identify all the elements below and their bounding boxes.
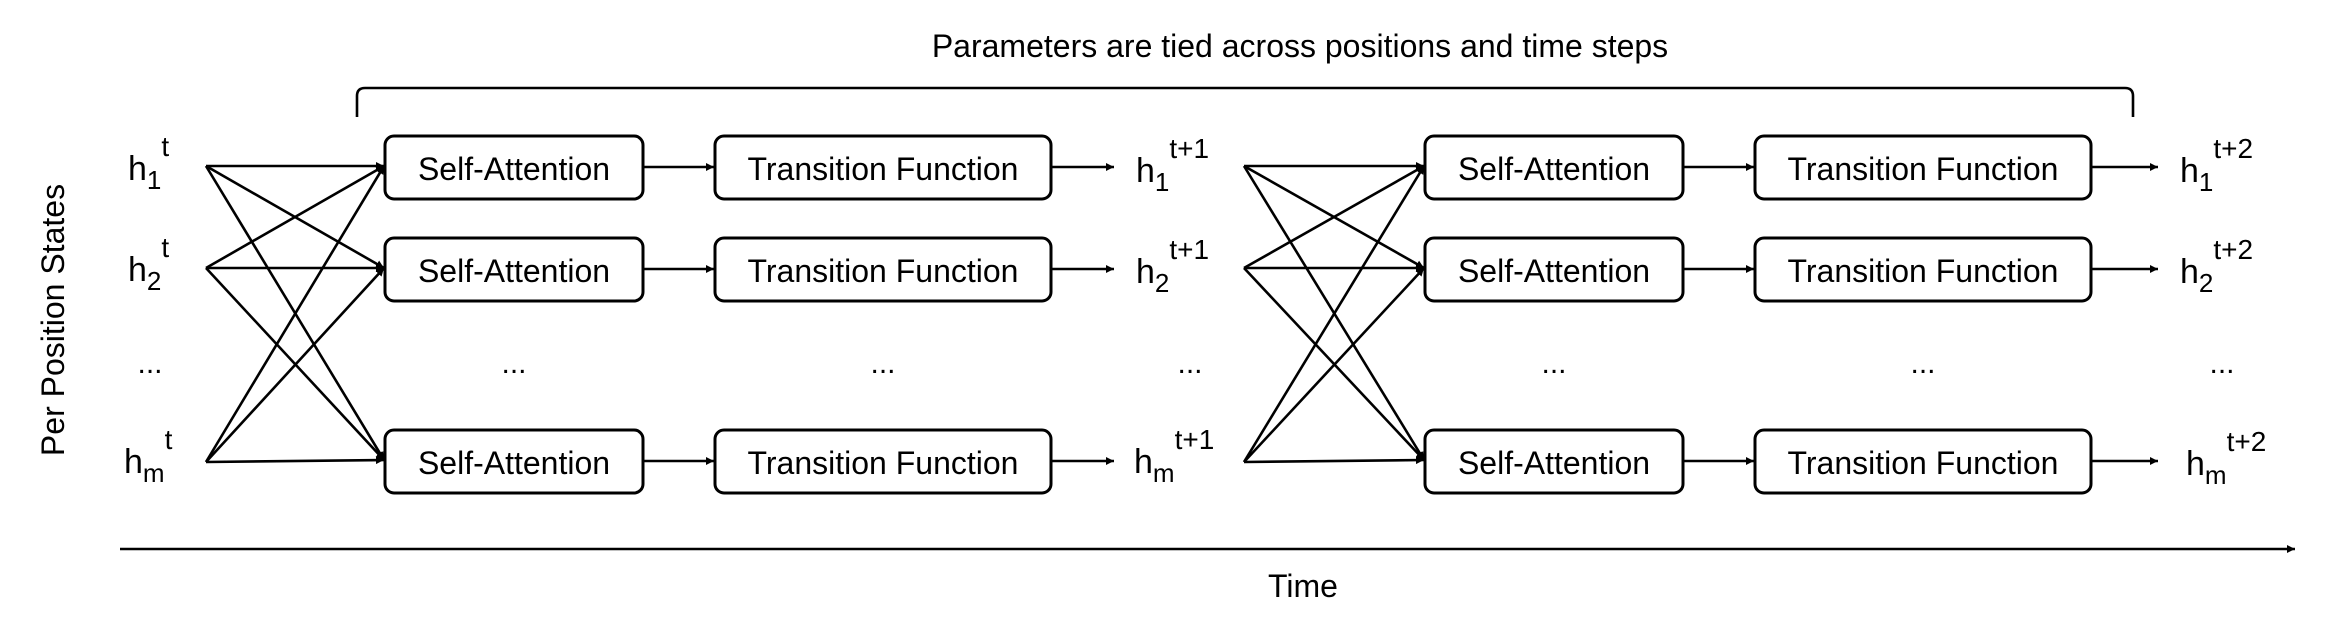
attention-connections-step-2 (1242, 162, 1426, 465)
transition-function-label: Transition Function (1788, 253, 2059, 289)
transition-function-label: Transition Function (1788, 445, 2059, 481)
y-axis-label: Per Position States (35, 184, 71, 456)
ellipsis-transition: ... (870, 347, 895, 380)
transition-function-label: Transition Function (748, 445, 1019, 481)
self-attention-label: Self-Attention (1458, 151, 1650, 187)
state-hm-t2: hmt+2 (2186, 426, 2266, 490)
state-h2-t1: h2t+1 (1136, 234, 1209, 298)
self-attention-label: Self-Attention (1458, 445, 1650, 481)
transition-output-arrows (1051, 163, 1114, 465)
attention-to-transition-arrows (643, 163, 714, 465)
state-h1-t2: h1t+2 (2180, 133, 2253, 197)
x-axis-label: Time (1268, 568, 1338, 604)
self-attention-label: Self-Attention (418, 253, 610, 289)
state-hm-t1: hmt+1 (1134, 424, 1214, 488)
ellipsis-attention-2: ... (1541, 347, 1566, 380)
ellipsis-states-t: ... (137, 347, 162, 380)
state-hm-t: hmt (124, 424, 173, 488)
ellipsis-states-t1: ... (1177, 347, 1202, 380)
ellipsis-attention: ... (501, 347, 526, 380)
attention-connections-step-1 (204, 162, 386, 465)
self-attention-label: Self-Attention (1458, 253, 1650, 289)
state-h1-t1: h1t+1 (1136, 133, 1209, 197)
self-attention-label: Self-Attention (418, 151, 610, 187)
state-h2-t: h2t (128, 232, 169, 296)
ellipsis-states-t2: ... (2209, 347, 2234, 380)
transition-function-label: Transition Function (1788, 151, 2059, 187)
transition-function-label: Transition Function (748, 151, 1019, 187)
state-h1-t: h1t (128, 131, 169, 195)
ellipsis-transition-2: ... (1910, 347, 1935, 380)
transition-output-arrows-2 (2091, 163, 2158, 465)
diagram-title: Parameters are tied across positions and… (932, 28, 1668, 64)
state-h2-t2: h2t+2 (2180, 234, 2253, 298)
attention-to-transition-arrows-2 (1683, 163, 1754, 465)
self-attention-label: Self-Attention (418, 445, 610, 481)
transition-function-label: Transition Function (748, 253, 1019, 289)
parameter-tying-bracket (355, 86, 2135, 117)
